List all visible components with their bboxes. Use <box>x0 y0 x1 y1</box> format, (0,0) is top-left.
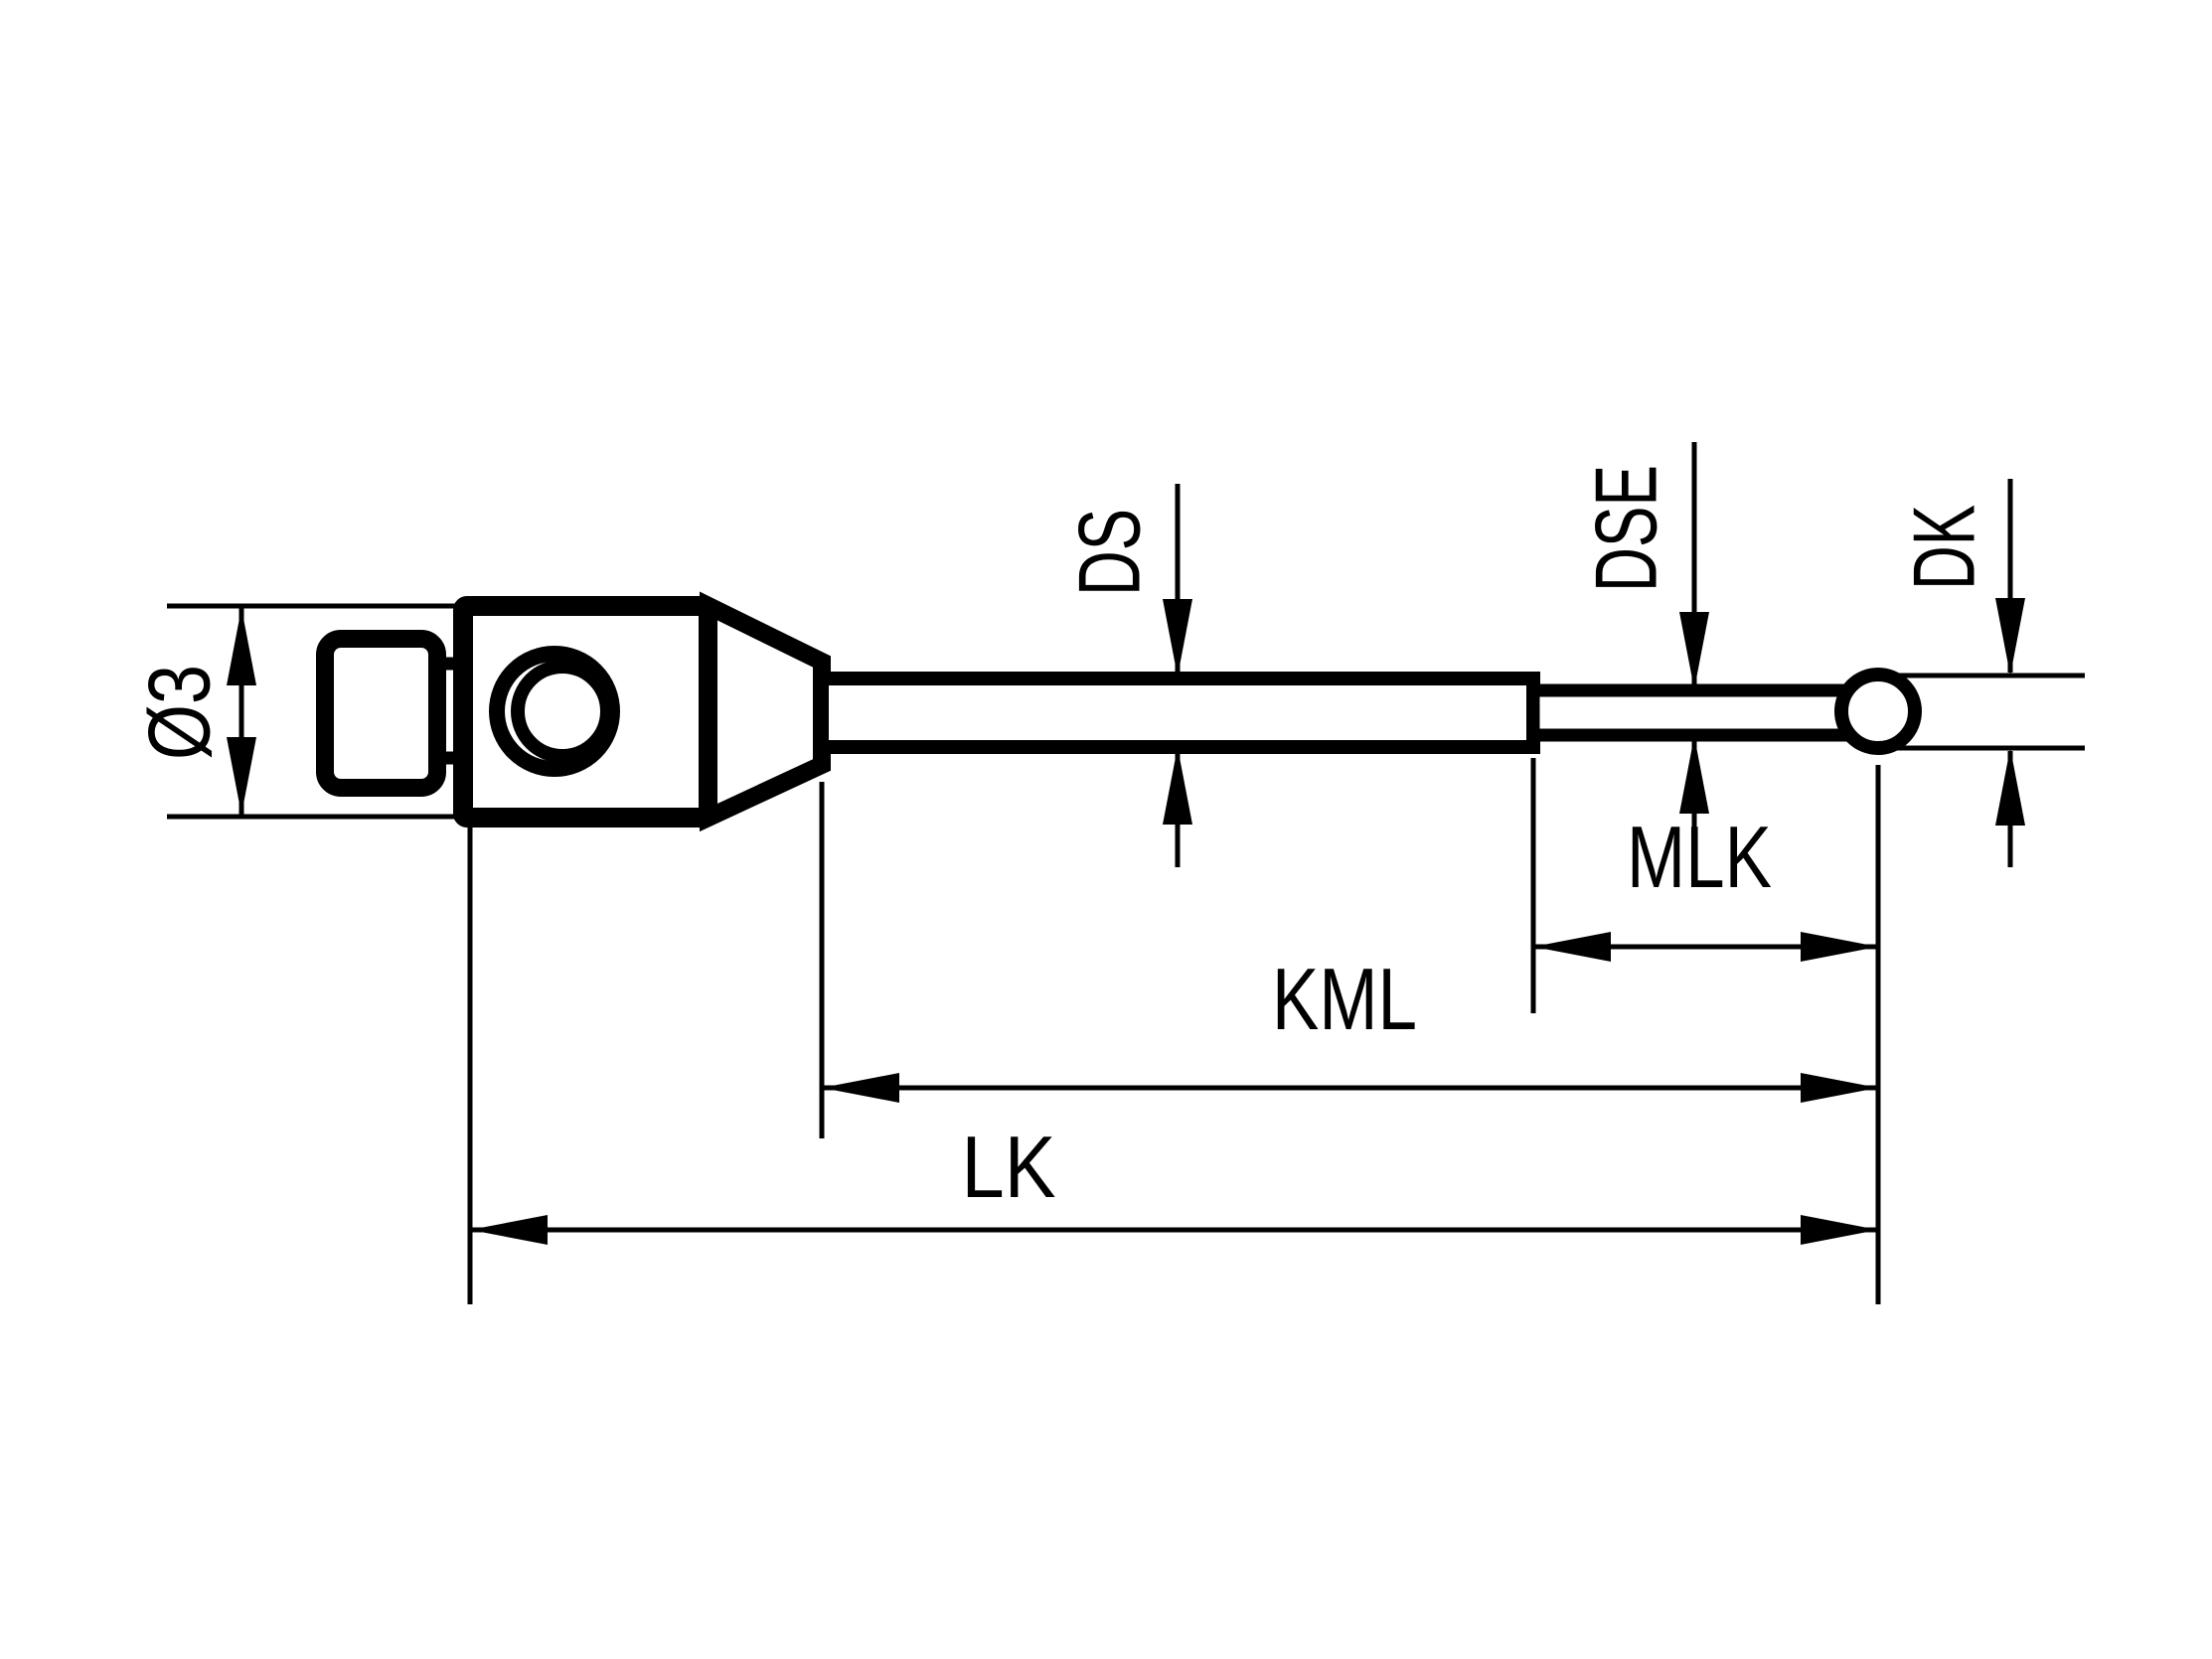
ball-diameter-label: DK <box>1895 505 1993 590</box>
stem-thick <box>815 672 1540 754</box>
dimension-stem-diameter: DS <box>1060 484 1192 867</box>
extension-diameter-label: DSE <box>1577 465 1675 592</box>
arrowhead-left-icon <box>470 1215 548 1245</box>
dimension-total-length: LK <box>467 828 1878 1304</box>
arrowhead-left-icon <box>1533 932 1611 962</box>
stem-diameter-label: DS <box>1060 509 1159 596</box>
dimension-measuring-length: MLK <box>1530 758 1878 1013</box>
arrowhead-up-icon <box>1163 747 1192 825</box>
arrowhead-right-icon <box>1801 1073 1878 1103</box>
arrowhead-down-icon <box>1995 598 2025 676</box>
arrowhead-left-icon <box>822 1073 899 1103</box>
arrowhead-down-icon <box>1679 612 1709 689</box>
dimension-ball-diameter: DK <box>1893 479 2085 867</box>
arrowhead-down-icon <box>1163 599 1192 677</box>
arrowhead-up-icon <box>1995 748 2025 826</box>
taper-cone <box>700 591 831 832</box>
arrowhead-right-icon <box>1801 1215 1878 1245</box>
arrowhead-down-icon <box>227 737 256 815</box>
dimension-extension-diameter: DSE <box>1577 442 1709 834</box>
stem-extension <box>1526 683 1868 742</box>
ball-tip <box>1834 668 1922 755</box>
screw-head <box>316 630 446 797</box>
dimension-shank-diameter: Ø3 <box>130 603 455 820</box>
total-length-label: LK <box>962 1118 1056 1216</box>
measuring-length-label: MLK <box>1627 808 1772 906</box>
body-screw-hole <box>489 646 620 777</box>
shank-diameter-label: Ø3 <box>130 665 229 760</box>
arrowhead-right-icon <box>1801 932 1878 962</box>
arrowhead-up-icon <box>227 608 256 685</box>
taper-length-label: KML <box>1272 950 1417 1048</box>
dimension-taper-length: KML <box>819 782 1878 1138</box>
arrowhead-up-icon <box>1679 736 1709 814</box>
